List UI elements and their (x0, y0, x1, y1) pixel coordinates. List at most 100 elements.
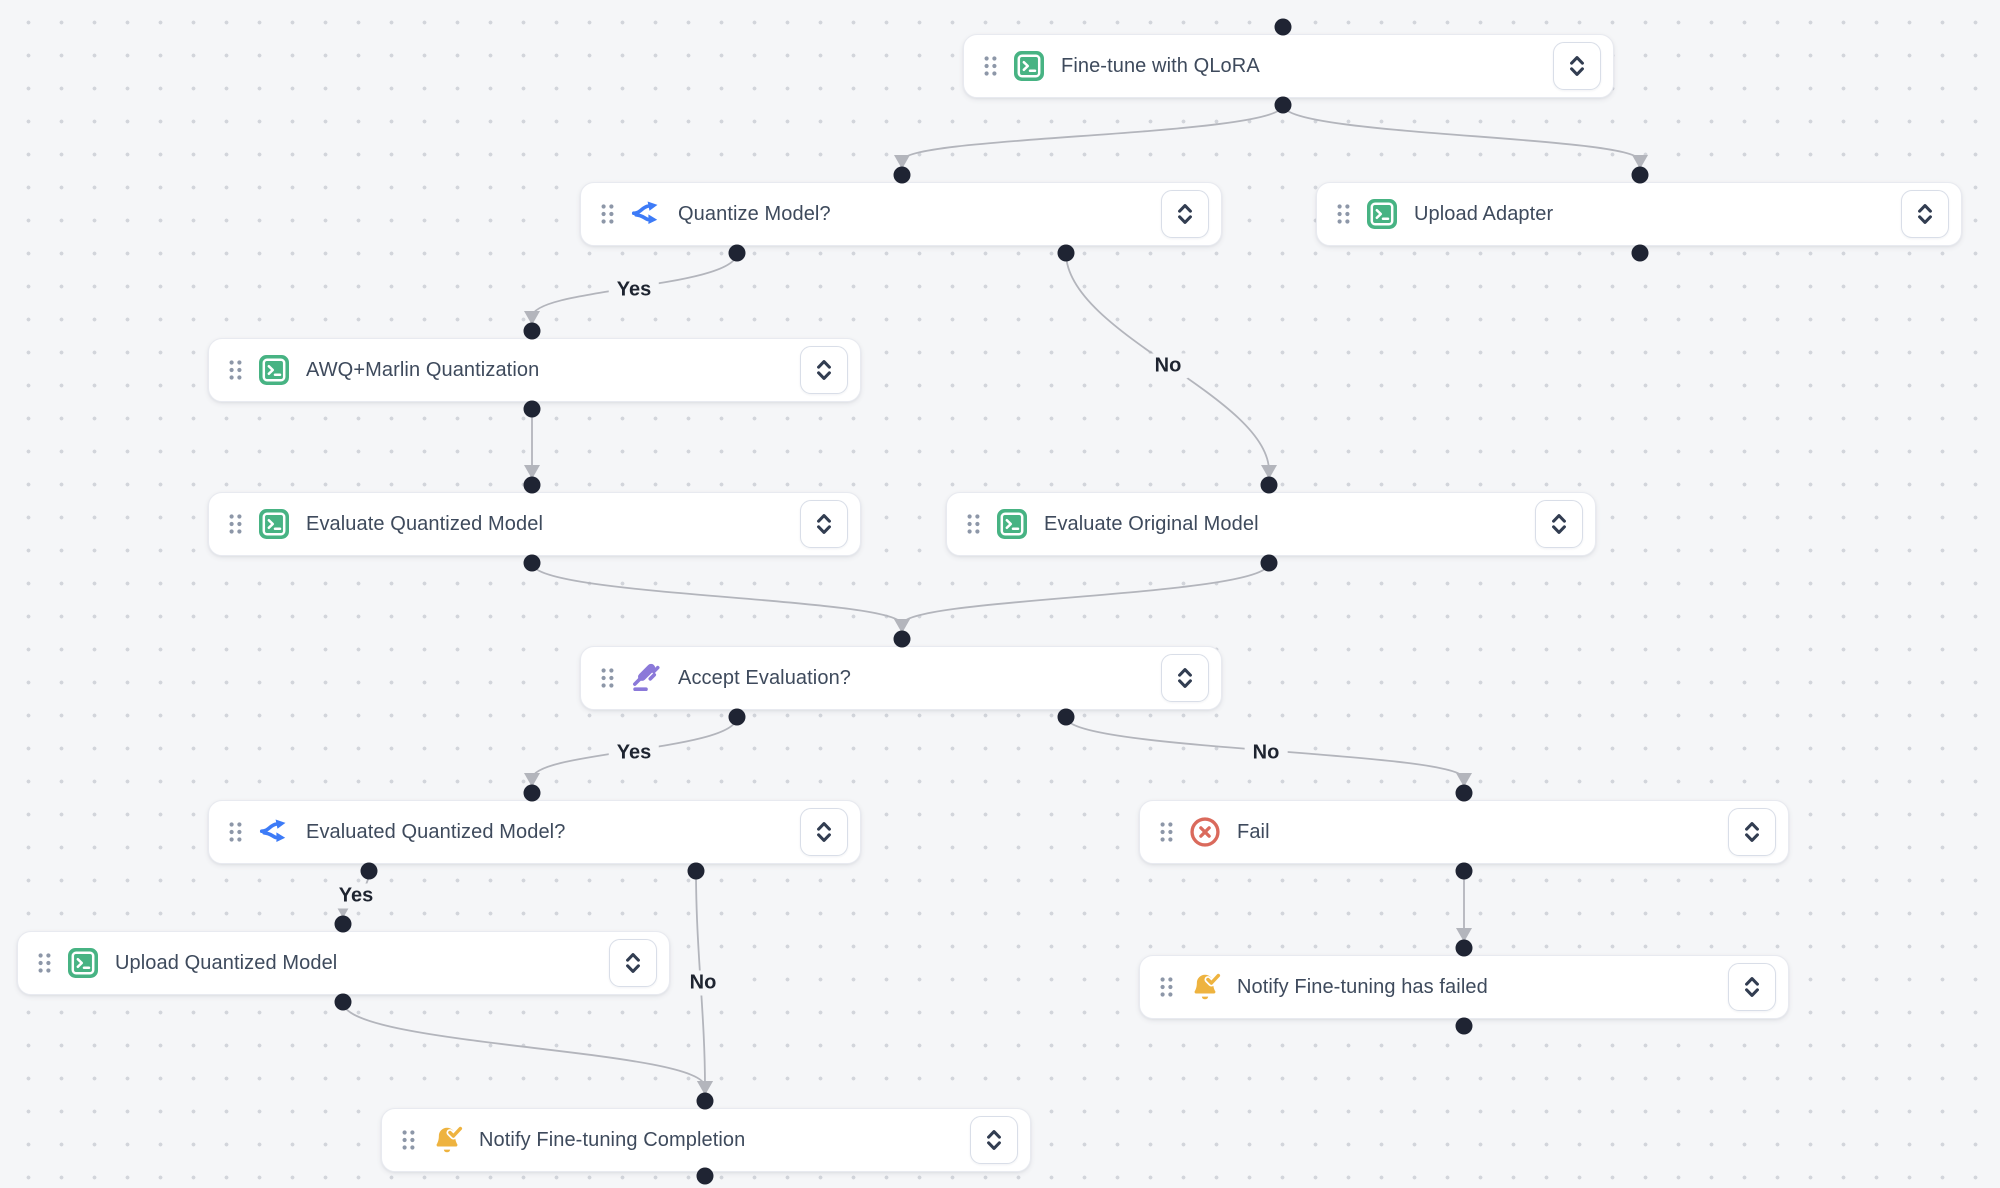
terminal-icon (996, 508, 1028, 540)
expand-node-button[interactable] (1161, 190, 1209, 238)
connection-handle[interactable] (1057, 708, 1075, 726)
expand-node-button[interactable] (970, 1116, 1018, 1164)
node-accept-evaluation[interactable]: Accept Evaluation? (580, 646, 1222, 710)
expand-node-button[interactable] (800, 346, 848, 394)
expand-node-button[interactable] (800, 808, 848, 856)
connection-handle[interactable] (687, 862, 705, 880)
connection-handle[interactable] (523, 400, 541, 418)
node-upload-quantized-model[interactable]: Upload Quantized Model (17, 931, 670, 995)
drag-handle-icon[interactable] (1337, 204, 1350, 224)
edge-arrowhead (894, 155, 910, 169)
connection-handle[interactable] (523, 322, 541, 340)
drag-handle-icon[interactable] (984, 56, 997, 76)
edge-label-yes: Yes (608, 740, 660, 766)
node-notify-fine-tuning-completion[interactable]: Notify Fine-tuning Completion (381, 1108, 1031, 1172)
expand-node-button[interactable] (1535, 500, 1583, 548)
edge-finetune-to-quantize[interactable] (901, 104, 1284, 162)
edge-arrowhead (1456, 773, 1472, 787)
edge-finetune-to-upload-adapter[interactable] (1282, 104, 1641, 162)
edge-evaluate-quantized-to-accept[interactable] (531, 562, 903, 626)
drag-handle-icon[interactable] (967, 514, 980, 534)
chevrons-up-down-icon (1739, 819, 1765, 845)
expand-node-button[interactable] (1728, 808, 1776, 856)
node-label: Evaluated Quantized Model? (306, 820, 566, 843)
connection-handle[interactable] (1455, 1017, 1473, 1035)
circle-x-icon (1189, 816, 1221, 848)
node-label: Upload Quantized Model (115, 951, 338, 974)
edge-label-yes: Yes (608, 277, 660, 303)
node-label: Evaluate Original Model (1044, 512, 1259, 535)
connection-handle[interactable] (523, 784, 541, 802)
connection-handle[interactable] (1455, 862, 1473, 880)
edge-arrowhead (524, 773, 540, 787)
connection-handle[interactable] (360, 862, 378, 880)
terminal-icon (1366, 198, 1398, 230)
drag-handle-icon[interactable] (601, 204, 614, 224)
terminal-icon (258, 354, 290, 386)
edge-label-yes: Yes (330, 883, 382, 909)
expand-node-button[interactable] (1901, 190, 1949, 238)
node-fail[interactable]: Fail (1139, 800, 1789, 864)
connection-handle[interactable] (728, 708, 746, 726)
expand-node-button[interactable] (1161, 654, 1209, 702)
connection-handle[interactable] (334, 993, 352, 1011)
node-notify-fine-tuning-has-failed[interactable]: Notify Fine-tuning has failed (1139, 955, 1789, 1019)
chevrons-up-down-icon (811, 357, 837, 383)
drag-handle-icon[interactable] (402, 1130, 415, 1150)
connection-handle[interactable] (1274, 96, 1292, 114)
chevrons-up-down-icon (1546, 511, 1572, 537)
node-label: AWQ+Marlin Quantization (306, 358, 540, 381)
expand-node-button[interactable] (1728, 963, 1776, 1011)
edge-arrowhead (1456, 928, 1472, 942)
node-awq-marlin-quantization[interactable]: AWQ+Marlin Quantization (208, 338, 861, 402)
drag-handle-icon[interactable] (1160, 822, 1173, 842)
edge-upload-quantized-to-notify-completion[interactable] (342, 1001, 706, 1088)
connection-handle[interactable] (1274, 18, 1292, 36)
connection-handle[interactable] (1455, 784, 1473, 802)
connection-handle[interactable] (1260, 554, 1278, 572)
node-quantize-model[interactable]: Quantize Model? (580, 182, 1222, 246)
connection-handle[interactable] (1455, 939, 1473, 957)
node-label: Accept Evaluation? (678, 666, 852, 689)
node-label: Evaluate Quantized Model (306, 512, 543, 535)
drag-handle-icon[interactable] (229, 514, 242, 534)
drag-handle-icon[interactable] (38, 953, 51, 973)
connection-handle[interactable] (523, 554, 541, 572)
connection-handle[interactable] (523, 476, 541, 494)
connection-handle[interactable] (1057, 244, 1075, 262)
expand-node-button[interactable] (609, 939, 657, 987)
expand-node-button[interactable] (800, 500, 848, 548)
chevrons-up-down-icon (1912, 201, 1938, 227)
branch-icon (258, 816, 290, 848)
chevrons-up-down-icon (1172, 201, 1198, 227)
node-fine-tune-qlora[interactable]: Fine-tune with QLoRA (963, 34, 1614, 98)
chevrons-up-down-icon (1739, 974, 1765, 1000)
terminal-icon (258, 508, 290, 540)
expand-node-button[interactable] (1553, 42, 1601, 90)
node-label: Upload Adapter (1414, 202, 1554, 225)
drag-handle-icon[interactable] (229, 360, 242, 380)
connection-handle[interactable] (696, 1092, 714, 1110)
chevrons-up-down-icon (811, 511, 837, 537)
connection-handle[interactable] (1260, 476, 1278, 494)
connection-handle[interactable] (893, 630, 911, 648)
node-upload-adapter[interactable]: Upload Adapter (1316, 182, 1962, 246)
edge-label-no: No (1146, 353, 1190, 379)
edge-arrowhead (524, 465, 540, 479)
drag-handle-icon[interactable] (1160, 977, 1173, 997)
node-evaluated-quantized-model[interactable]: Evaluated Quantized Model? (208, 800, 861, 864)
connection-handle[interactable] (696, 1167, 714, 1185)
connection-handle[interactable] (728, 244, 746, 262)
edge-arrowhead (894, 619, 910, 633)
connection-handle[interactable] (1631, 166, 1649, 184)
drag-handle-icon[interactable] (601, 668, 614, 688)
node-evaluate-quantized-model[interactable]: Evaluate Quantized Model (208, 492, 861, 556)
edge-evaluate-original-to-accept[interactable] (901, 562, 1270, 626)
connection-handle[interactable] (334, 915, 352, 933)
drag-handle-icon[interactable] (229, 822, 242, 842)
node-evaluate-original-model[interactable]: Evaluate Original Model (946, 492, 1596, 556)
connection-handle[interactable] (1631, 244, 1649, 262)
terminal-icon (67, 947, 99, 979)
connection-handle[interactable] (893, 166, 911, 184)
